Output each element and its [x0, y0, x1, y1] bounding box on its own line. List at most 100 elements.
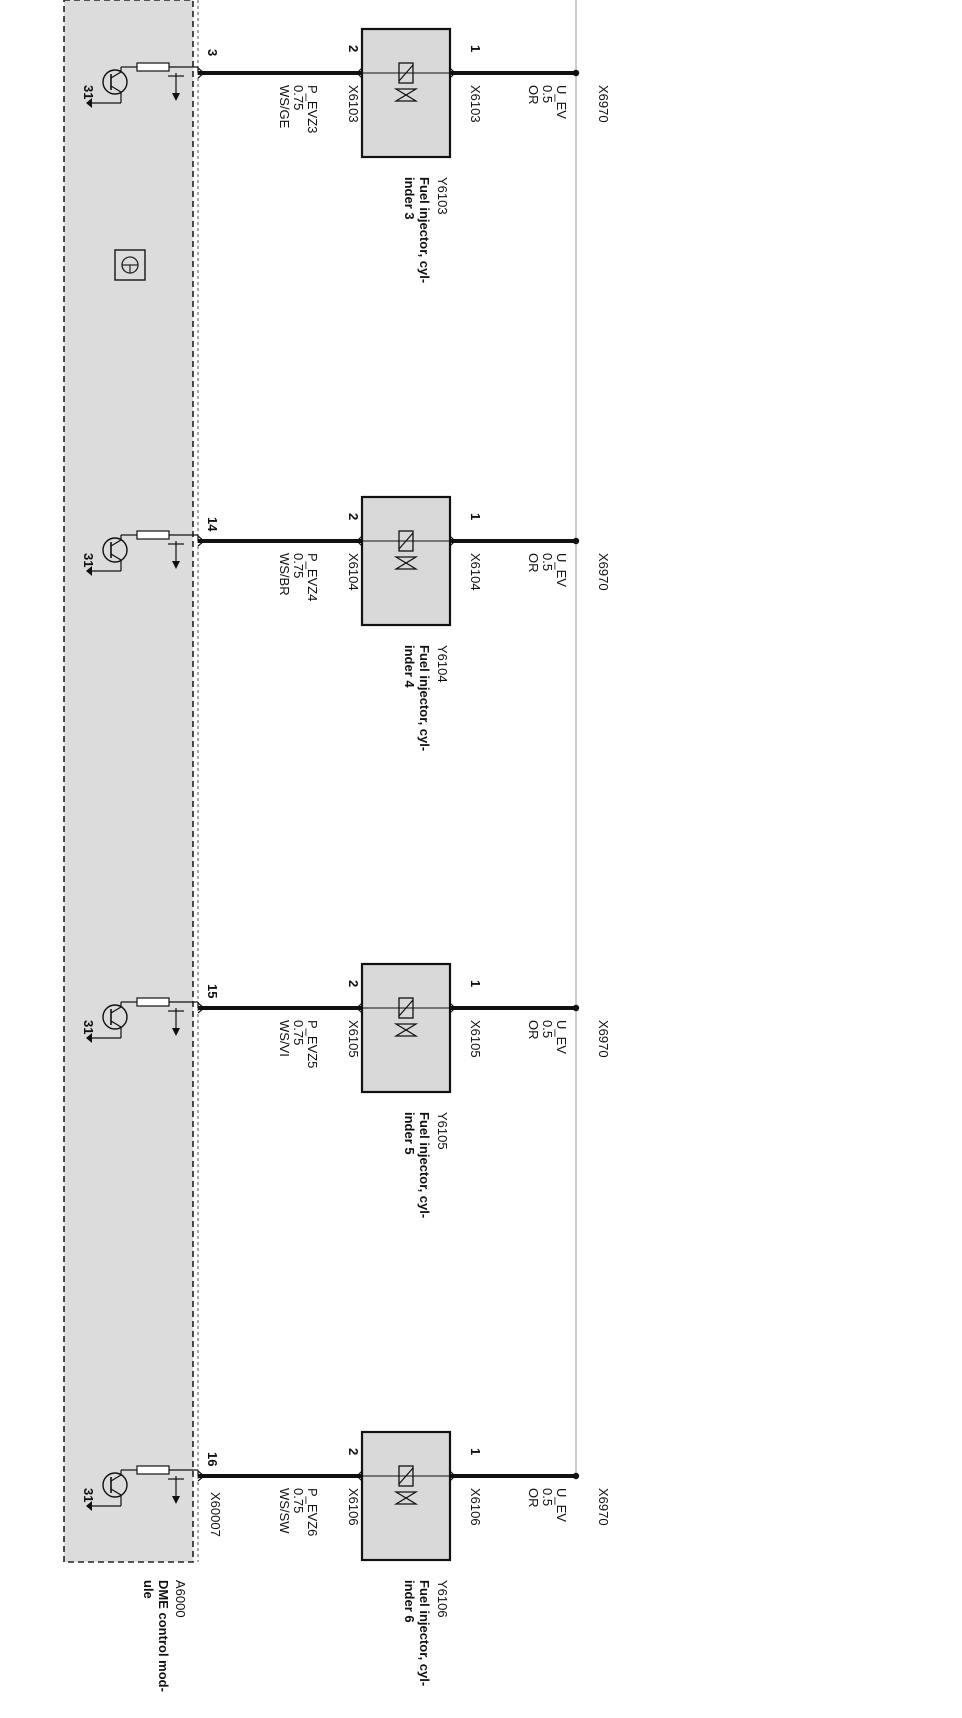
signal-wire-color: WS/SW — [277, 1488, 292, 1534]
arrow-down-icon — [172, 93, 180, 101]
transistor-icon — [102, 66, 137, 95]
ground-arrow-icon — [86, 1501, 92, 1511]
supply-connector: X6104 — [468, 553, 483, 591]
supply-connector: X6103 — [468, 85, 483, 123]
injector-pin-signal: 2 — [346, 1448, 361, 1455]
transistor-icon — [102, 1001, 137, 1030]
injector-pin-signal: 2 — [346, 513, 361, 520]
injector-box — [360, 27, 452, 159]
bus-junction — [572, 69, 580, 77]
module-name-line1: DME control mod- — [156, 1580, 171, 1692]
module-pin: 15 — [205, 984, 220, 998]
injector-pin-supply: 1 — [468, 1448, 483, 1455]
supply-wire-color: OR — [526, 1020, 541, 1040]
injector-box — [360, 962, 452, 1094]
signal-wire-size: 0.75 — [291, 85, 306, 110]
supply-connector: X6106 — [468, 1488, 483, 1526]
injector-pin-supply: 1 — [468, 980, 483, 987]
arrow-down-icon — [172, 1496, 180, 1504]
injector-pin-signal: 2 — [346, 45, 361, 52]
injector-name-line2: inder 5 — [402, 1112, 417, 1155]
signal-wire-name: P_EVZ6 — [305, 1488, 320, 1536]
solenoid-valve-icon — [393, 1465, 419, 1505]
injector-name-line2: inder 4 — [402, 645, 417, 688]
signal-wire-color: WS/GE — [277, 85, 292, 129]
module-pin: 16 — [205, 1452, 220, 1466]
supply-wire-color: OR — [526, 85, 541, 105]
supply-wire-size: 0.5 — [540, 1020, 555, 1038]
bus-junction — [572, 1004, 580, 1012]
transistor-icon — [102, 534, 137, 563]
transistor-icon — [102, 1469, 137, 1498]
module-pin: 3 — [205, 49, 220, 56]
injector-name-line1: Fuel injector, cyl- — [417, 645, 432, 751]
signal-wire-color: WS/VI — [277, 1020, 292, 1057]
signal-connector: X6103 — [346, 85, 361, 123]
resistor-icon — [136, 997, 170, 1007]
module-symbol-icon — [114, 249, 146, 281]
signal-connector: X6105 — [346, 1020, 361, 1058]
bus-junction — [572, 537, 580, 545]
injector-name-line2: inder 3 — [402, 177, 417, 220]
injector-box — [360, 1430, 452, 1562]
solenoid-valve-icon — [393, 62, 419, 102]
solenoid-valve-icon — [393, 997, 419, 1037]
ground-arrow-icon — [86, 566, 92, 576]
module-connector: X60007 — [208, 1492, 223, 1537]
signal-connector: X6104 — [346, 553, 361, 591]
supply-wire-color: OR — [526, 553, 541, 573]
bus-junction — [572, 1472, 580, 1480]
arrow-down-icon — [172, 1028, 180, 1036]
injector-pin-supply: 1 — [468, 513, 483, 520]
resistor-icon — [136, 1465, 170, 1475]
dme-module-box — [63, 0, 194, 1563]
supply-wire-name: U_EV — [554, 553, 569, 587]
signal-wire-size: 0.75 — [291, 553, 306, 578]
supply-wire-name: U_EV — [554, 1488, 569, 1522]
resistor-icon — [136, 62, 170, 72]
injector-name-line2: inder 6 — [402, 1580, 417, 1623]
supply-wire-color: OR — [526, 1488, 541, 1508]
injector-id: Y6103 — [435, 177, 450, 215]
ground-label: 31 — [81, 1488, 96, 1502]
injector-pin-signal: 2 — [346, 980, 361, 987]
arrow-down-icon — [172, 561, 180, 569]
injector-pin-supply: 1 — [468, 45, 483, 52]
supply-wire-size: 0.5 — [540, 85, 555, 103]
ground-label: 31 — [81, 1020, 96, 1034]
signal-wire-name: P_EVZ3 — [305, 85, 320, 133]
module-name-line2: ule — [141, 1580, 156, 1599]
ground-label: 31 — [81, 85, 96, 99]
signal-wire-size: 0.75 — [291, 1488, 306, 1513]
ground-label: 31 — [81, 553, 96, 567]
bus-connector-label: X6970 — [596, 85, 611, 123]
signal-connector: X6106 — [346, 1488, 361, 1526]
signal-wire-name: P_EVZ4 — [305, 553, 320, 601]
bus-connector-label: X6970 — [596, 1488, 611, 1526]
supply-wire-name: U_EV — [554, 1020, 569, 1054]
supply-connector: X6105 — [468, 1020, 483, 1058]
injector-id: Y6104 — [435, 645, 450, 683]
resistor-icon — [136, 530, 170, 540]
supply-wire-size: 0.5 — [540, 553, 555, 571]
solenoid-valve-icon — [393, 530, 419, 570]
injector-id: Y6105 — [435, 1112, 450, 1150]
injector-id: Y6106 — [435, 1580, 450, 1618]
injector-name-line1: Fuel injector, cyl- — [417, 1580, 432, 1686]
supply-wire-name: U_EV — [554, 85, 569, 119]
ground-arrow-icon — [86, 1033, 92, 1043]
injector-name-line1: Fuel injector, cyl- — [417, 1112, 432, 1218]
module-id: A6000 — [173, 1580, 188, 1618]
bus-connector-label: X6970 — [596, 1020, 611, 1058]
injector-name-line1: Fuel injector, cyl- — [417, 177, 432, 283]
signal-wire-size: 0.75 — [291, 1020, 306, 1045]
module-pin: 14 — [205, 517, 220, 532]
ground-arrow-icon — [86, 98, 92, 108]
supply-wire-size: 0.5 — [540, 1488, 555, 1506]
injector-box — [360, 495, 452, 627]
